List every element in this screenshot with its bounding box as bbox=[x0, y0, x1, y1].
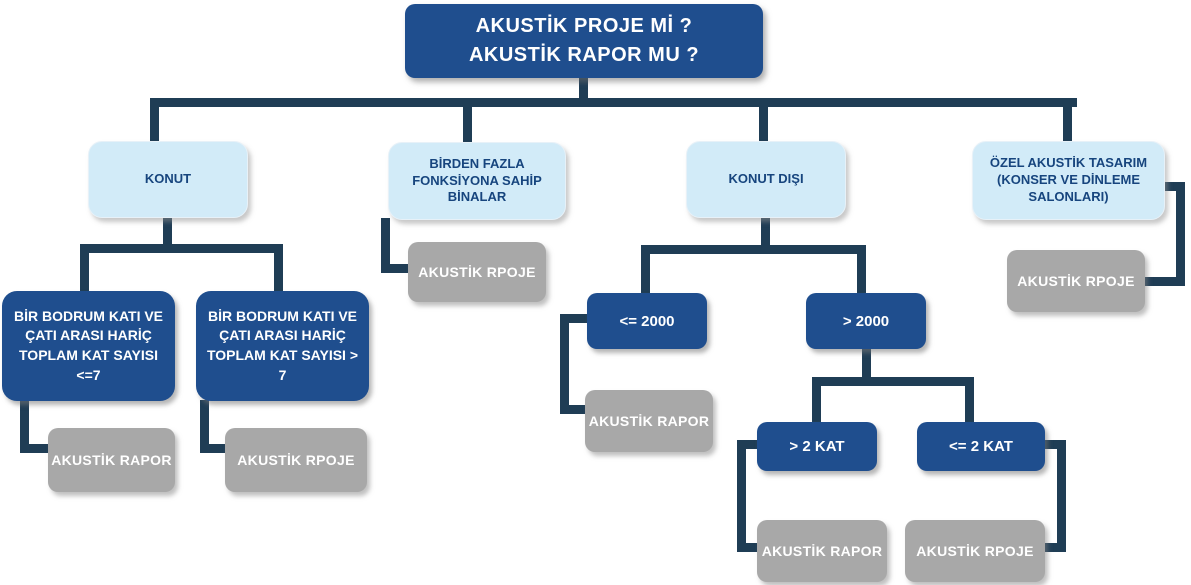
node-gt-2-kat: > 2 KAT bbox=[757, 422, 877, 471]
connector-konut-horizontal bbox=[80, 244, 283, 253]
node-ozel-akustik-tasarim: ÖZEL AKUSTİK TASARIM (KONSER VE DİNLEME … bbox=[972, 141, 1165, 220]
connector-gt2kat-out-horizontal bbox=[737, 440, 758, 449]
connector-konut-disi-drop-right bbox=[857, 245, 866, 294]
connector-gt2kat-vertical bbox=[737, 440, 746, 552]
connector-gt7-elbow-horizontal bbox=[200, 444, 227, 453]
connector-konut-vertical bbox=[163, 217, 172, 251]
connector-lte2kat-out-horizontal bbox=[1044, 440, 1066, 449]
node-birden-fazla-fonksiyon: BİRDEN FAZLA FONKSİYONA SAHİP BİNALAR bbox=[388, 142, 566, 220]
connector-ozel-out-horizontal bbox=[1164, 182, 1185, 191]
connector-konut-disi-drop-left bbox=[641, 245, 650, 294]
result-akustik-rpoje-birden-fazla: AKUSTİK RPOJE bbox=[408, 242, 546, 302]
connector-gt2000-horizontal bbox=[812, 377, 974, 386]
node-konut: KONUT bbox=[88, 141, 248, 218]
connector-birden-elbow-horizontal bbox=[381, 264, 410, 273]
connector-lte7-elbow-horizontal bbox=[20, 444, 50, 453]
connector-gt2000-drop-left bbox=[812, 377, 821, 423]
result-akustik-rapor-lte2000: AKUSTİK RAPOR bbox=[585, 390, 713, 452]
node-lte-2-kat: <= 2 KAT bbox=[917, 422, 1045, 471]
result-akustik-rpoje-lte2kat: AKUSTİK RPOJE bbox=[905, 520, 1045, 582]
connector-konut-drop-right bbox=[274, 244, 283, 292]
node-gt-2000: > 2000 bbox=[806, 293, 926, 349]
connector-konut-disi-vertical bbox=[761, 217, 770, 252]
connector-konut-drop-left bbox=[80, 244, 89, 292]
result-akustik-rapor-lte7: AKUSTİK RAPOR bbox=[48, 428, 175, 492]
connector-lte2000-in-horizontal bbox=[560, 405, 587, 414]
node-lte-2000: <= 2000 bbox=[587, 293, 707, 349]
connector-gt2000-drop-right bbox=[965, 377, 974, 423]
connector-root-vertical bbox=[579, 78, 588, 105]
connector-drop-birden-fazla bbox=[463, 98, 472, 144]
connector-birden-elbow-vertical bbox=[381, 218, 390, 273]
node-root-question: AKUSTİK PROJE Mİ ? AKUSTİK RAPOR MU ? bbox=[405, 4, 763, 78]
result-akustik-rpoje-ozel: AKUSTİK RPOJE bbox=[1007, 250, 1145, 312]
connector-gt2000-vertical bbox=[862, 348, 871, 385]
result-akustik-rpoje-gt7: AKUSTİK RPOJE bbox=[225, 428, 367, 492]
connector-trunk-horizontal bbox=[150, 98, 1077, 107]
connector-lte7-elbow-vertical bbox=[20, 400, 29, 453]
connector-lte2kat-vertical bbox=[1057, 440, 1066, 552]
connector-ozel-vertical bbox=[1176, 182, 1185, 286]
result-akustik-rapor-gt2kat: AKUSTİK RAPOR bbox=[757, 520, 887, 582]
connector-lte2kat-in-horizontal bbox=[1044, 543, 1066, 552]
node-kat-sayisi-gt7: BİR BODRUM KATI VE ÇATI ARASI HARİÇ TOPL… bbox=[196, 291, 369, 401]
connector-drop-ozel-akustik bbox=[1063, 98, 1072, 142]
connector-lte2000-vertical bbox=[560, 314, 569, 414]
connector-gt7-elbow-vertical bbox=[200, 400, 209, 453]
connector-gt2kat-in-horizontal bbox=[737, 543, 758, 552]
connector-konut-disi-horizontal bbox=[641, 245, 866, 254]
connector-ozel-in-horizontal bbox=[1141, 277, 1185, 286]
connector-drop-konut bbox=[150, 98, 159, 142]
root-question-line1: AKUSTİK PROJE Mİ ? bbox=[475, 15, 693, 37]
node-konut-disi: KONUT DIŞI bbox=[686, 141, 846, 218]
connector-drop-konut-disi bbox=[759, 98, 768, 142]
root-question-line2: AKUSTİK RAPOR MU ? bbox=[468, 44, 700, 66]
connector-lte2000-out-horizontal bbox=[560, 314, 588, 323]
node-kat-sayisi-lte7: BİR BODRUM KATI VE ÇATI ARASI HARİÇ TOPL… bbox=[2, 291, 175, 401]
